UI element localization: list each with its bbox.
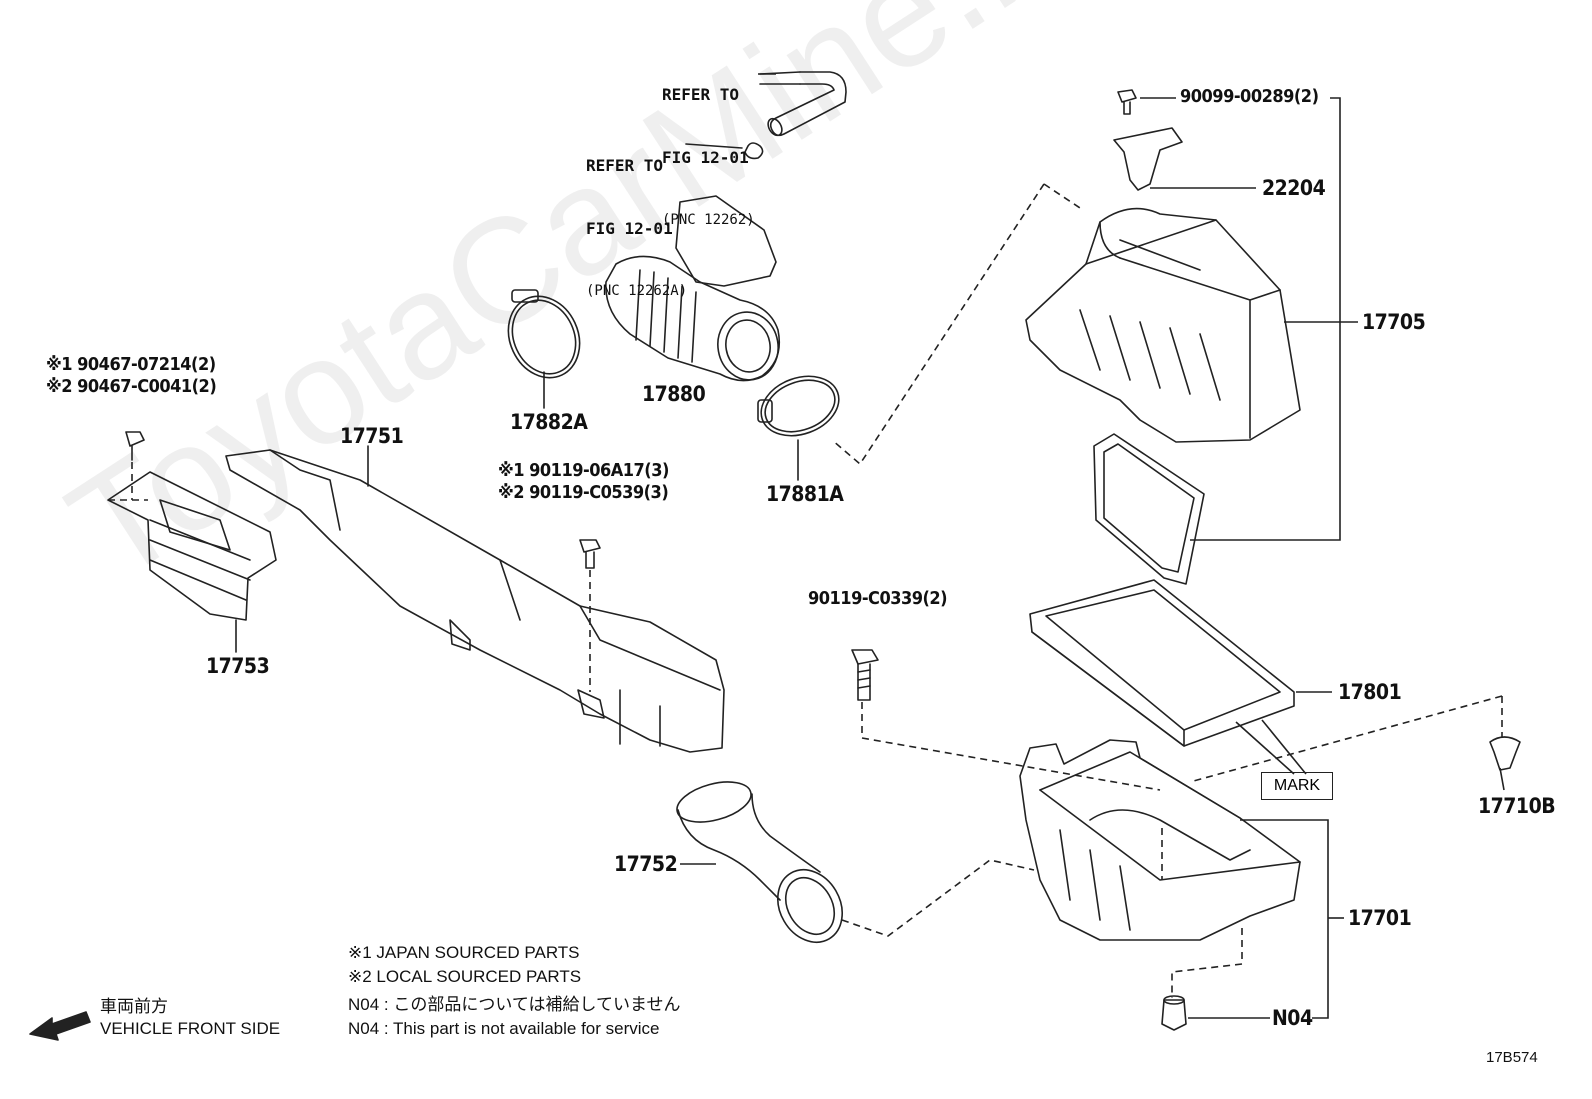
intake-hose-17752-drawing [676, 781, 843, 943]
clip-label-japan[interactable]: ※1 90467-07214(2) [46, 354, 216, 375]
reference-line: FIG 12-01 [662, 148, 749, 167]
part-label-17751[interactable]: 17751 [340, 424, 404, 448]
air-cleaner-case-17701-drawing [1019, 739, 1301, 941]
bolt-label-japan[interactable]: ※1 90119-06A17(3) [498, 460, 669, 481]
part-label-17881A[interactable]: 17881A [766, 482, 844, 506]
reference-line: (PNC 12262A) [586, 283, 688, 299]
part-label-17880[interactable]: 17880 [642, 382, 706, 406]
diagram-id: 17B574 [1486, 1049, 1538, 1066]
gasket-drawing [1093, 433, 1205, 585]
part-label-17752[interactable]: 17752 [614, 852, 678, 876]
front-direction-en: VEHICLE FRONT SIDE [100, 1019, 281, 1038]
grommet-17710B-drawing [1489, 736, 1521, 771]
note-n04-jp: N04 : この部品については補給していません [348, 995, 681, 1014]
mass-air-flow-sensor-22204-drawing [1113, 127, 1183, 191]
reference-pnc-12262A: REFER TO FIG 12-01 (PNC 12262A) [586, 113, 687, 344]
bracket-17753-drawing [107, 471, 277, 653]
pcv-hose-drawing [759, 71, 847, 137]
part-label-17801[interactable]: 17801 [1338, 680, 1402, 704]
note-japan-sourced: ※1 JAPAN SOURCED PARTS [348, 943, 580, 962]
part-label-90099[interactable]: 90099-00289(2) [1180, 86, 1319, 107]
mark-label: MARK [1261, 772, 1333, 800]
part-label-22204[interactable]: 22204 [1262, 176, 1326, 200]
reference-line: FIG 12-01 [586, 219, 673, 238]
part-label-17710B[interactable]: 17710B [1478, 794, 1556, 818]
part-label-N04[interactable]: N04 [1272, 1006, 1313, 1030]
clip-label-local[interactable]: ※2 90467-C0041(2) [46, 376, 217, 397]
bolt-90119-c0339-drawing [851, 649, 879, 701]
reference-line: REFER TO [662, 85, 740, 104]
bolt-90119-a-drawing [579, 539, 601, 569]
filter-element-17801-drawing [1029, 579, 1295, 747]
reference-line: (PNC 12262) [662, 212, 755, 228]
note-n04-en: N04 : This part is not available for ser… [348, 1019, 660, 1038]
part-label-17701[interactable]: 17701 [1348, 906, 1412, 930]
front-direction-arrow [29, 1011, 91, 1041]
air-duct-17751-drawing [225, 445, 725, 753]
part-label-17705[interactable]: 17705 [1362, 310, 1426, 334]
part-label-17753[interactable]: 17753 [206, 654, 270, 678]
clamp-17881A-drawing [757, 375, 840, 481]
cap-N04-drawing [1161, 995, 1187, 1031]
intake-hose-17880-drawing [605, 195, 781, 382]
clamp-17882A-drawing [507, 289, 581, 409]
part-label-17882A[interactable]: 17882A [510, 410, 588, 434]
note-local-sourced: ※2 LOCAL SOURCED PARTS [348, 967, 582, 986]
air-cleaner-cap-17705-drawing [1025, 207, 1301, 443]
front-direction-jp: 車両前方 [100, 997, 168, 1016]
part-label-90119-c0339[interactable]: 90119-C0339(2) [808, 588, 948, 609]
reference-pnc-12262: REFER TO FIG 12-01 (PNC 12262) [662, 42, 755, 273]
screw-90099-drawing [1117, 89, 1137, 115]
bolt-label-local[interactable]: ※2 90119-C0539(3) [498, 482, 669, 503]
reference-line: REFER TO [586, 156, 664, 175]
clip-90467-drawing [125, 431, 145, 461]
small-clamp-drawing [685, 142, 764, 160]
